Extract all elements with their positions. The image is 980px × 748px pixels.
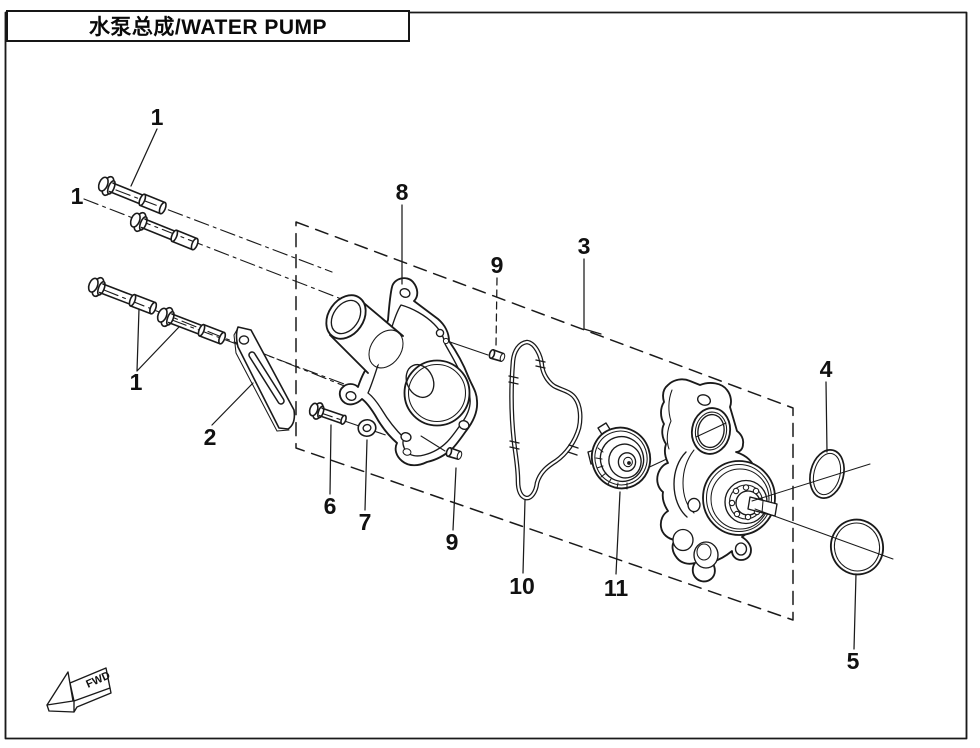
callout-9b: 9	[446, 529, 459, 555]
callout-7: 7	[359, 509, 372, 535]
gasket-part-10-drawing	[508, 339, 583, 501]
fwd-marker: FWD	[46, 667, 112, 713]
title-box: 水泵总成/WATER PUMP	[6, 10, 410, 42]
callout-1b: 1	[71, 183, 84, 209]
bracket-part-2-drawing	[233, 326, 296, 432]
callout-4: 4	[820, 356, 833, 382]
oring-centerlines	[751, 463, 894, 560]
callout-3: 3	[578, 233, 591, 259]
callout-8: 8	[396, 179, 409, 205]
oring-part-5-drawing	[830, 518, 884, 576]
callout-1c: 1	[130, 369, 143, 395]
callout-1a: 1	[151, 104, 164, 130]
bolt-part-1-drawing	[85, 172, 229, 350]
page-border	[4, 11, 968, 740]
washer-part-7-drawing	[357, 418, 377, 438]
callout-leaders	[130, 128, 857, 650]
callout-5: 5	[847, 648, 860, 674]
callout-2: 2	[204, 424, 217, 450]
bolt-part-6-drawing	[306, 399, 350, 430]
callout-labels: 1 1 1 2 3 4 5 6 7 8 9 9 10 11	[71, 104, 860, 674]
callout-10: 10	[509, 573, 535, 599]
dashed-assembly-box	[295, 221, 794, 621]
callout-9a: 9	[491, 252, 504, 278]
pump-body-part-3-drawing	[656, 378, 778, 583]
pump-cover-part-8-drawing	[325, 277, 479, 467]
callout-6: 6	[324, 493, 337, 519]
callout-11: 11	[604, 575, 629, 601]
page-title: 水泵总成/WATER PUMP	[88, 16, 328, 39]
oring-part-4-drawing	[809, 449, 845, 499]
dowel-pins-part-9-drawing	[420, 341, 507, 462]
impeller-part-11-drawing	[587, 422, 652, 490]
